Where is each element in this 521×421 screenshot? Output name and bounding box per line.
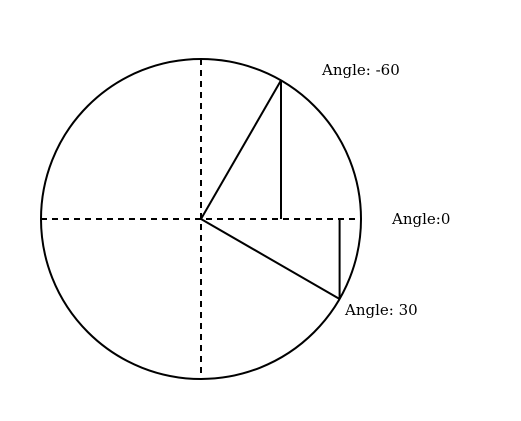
angle-30-label: Angle: 30 — [344, 301, 418, 319]
angle-neg60-group: Angle: -60 — [200, 61, 400, 220]
angle-30-radius — [200, 218, 341, 300]
angle-0-label: Angle:0 — [391, 210, 450, 228]
angle-0-group: Angle:0 — [391, 210, 450, 228]
angle-neg60-radius — [200, 79, 282, 220]
angle-30-group: Angle: 30 — [200, 218, 418, 319]
angle-neg60-label: Angle: -60 — [321, 61, 400, 79]
